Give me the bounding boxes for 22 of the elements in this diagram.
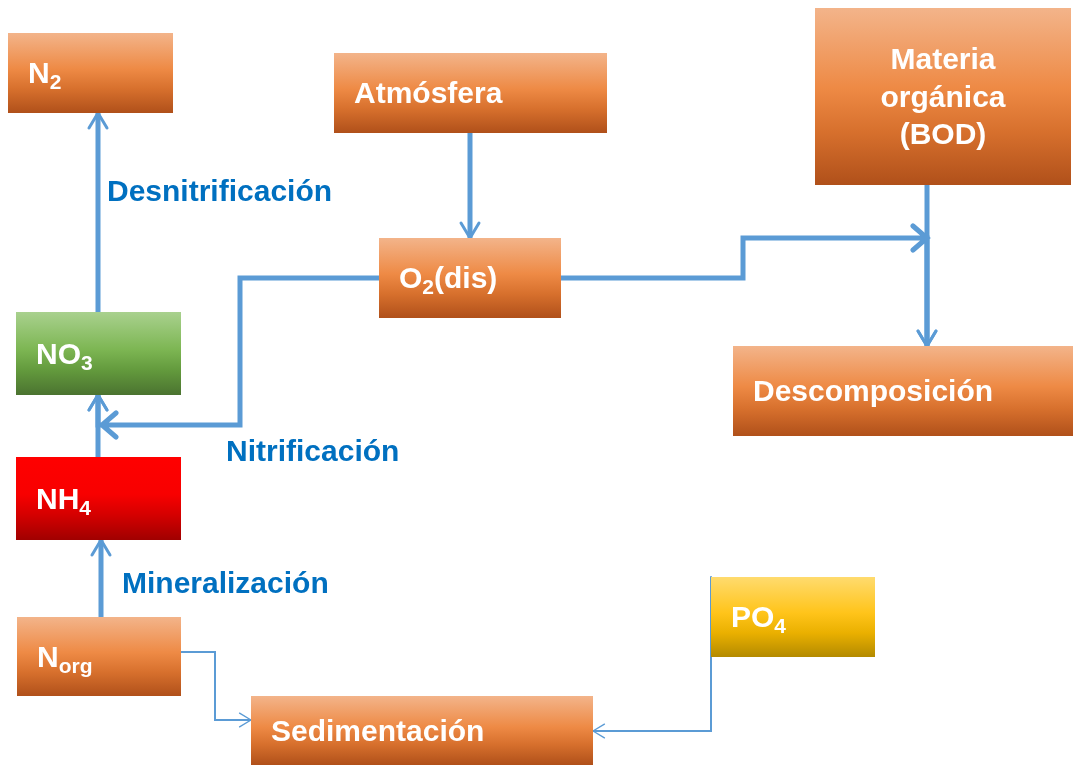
box-label: N$_{2}$	[28, 55, 62, 92]
process-box	[17, 617, 181, 696]
arrow	[180, 651, 252, 728]
process-box	[8, 33, 173, 113]
process-box	[815, 8, 1071, 185]
process-box	[16, 457, 181, 540]
box-label: Descomposición	[753, 373, 994, 410]
process-box	[251, 696, 593, 765]
arrow	[592, 576, 712, 739]
box-label: PO$_{4}$	[731, 599, 787, 636]
box-label: O$_{2}$(dis)	[399, 260, 498, 297]
box-label: Materia orgánica (BOD)	[879, 41, 1007, 153]
box-label: N$_{org}$	[37, 638, 93, 676]
process-box	[334, 53, 607, 133]
process-box	[711, 577, 875, 657]
box-label: NH$_{4}$	[36, 480, 92, 518]
process-box	[16, 312, 181, 395]
process-box	[733, 346, 1073, 436]
process-box	[379, 238, 561, 318]
box-label: NO$_{3}$	[36, 335, 93, 373]
box-label: Sedimentación	[271, 712, 485, 749]
box-label: Atmósfera	[354, 75, 503, 112]
